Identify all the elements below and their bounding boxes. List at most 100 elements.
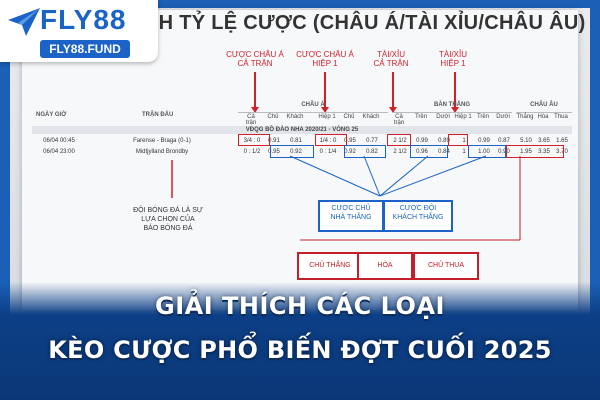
highlight-ou-odds bbox=[410, 145, 448, 158]
odds-cell[interactable]: 0.99 bbox=[478, 138, 490, 144]
callout-asian-half: CƯỢC CHÂU Á HIỆP 1 bbox=[295, 50, 355, 68]
highlight-asian-odds bbox=[270, 145, 314, 158]
pill-text: HÒA bbox=[377, 262, 393, 269]
odds-cell[interactable]: 0.99 bbox=[416, 138, 428, 144]
row-match[interactable]: Midtjylland Brondby bbox=[135, 149, 189, 155]
highlight-ou-full bbox=[387, 134, 411, 146]
subheader-cell: Thắng bbox=[516, 114, 534, 120]
odds-cell[interactable]: 0.95 bbox=[268, 149, 280, 155]
callout-arrow bbox=[389, 72, 397, 113]
callout-text: CƯỢC CHÂU Á HIỆP 1 bbox=[296, 50, 354, 68]
group-asian: CHÂU Á bbox=[238, 102, 388, 113]
row-date: 06/04 23:00 bbox=[43, 149, 75, 155]
group-european: CHÂU ÂU bbox=[516, 102, 572, 113]
table-row: 06/04 23:00 Midtjylland Brondby 0 : 1/2 0.9… bbox=[32, 147, 572, 157]
odds-cell[interactable]: 1/4 : 0 bbox=[319, 138, 337, 144]
brand-name: FLY88 bbox=[40, 4, 127, 35]
title-banner bbox=[0, 282, 600, 400]
table-row: 06/04 00:45 Farense - Braga (0-1) 3/4 : 0 0… bbox=[32, 136, 572, 146]
odds-cell[interactable]: 0.82 bbox=[366, 149, 378, 155]
odds-cell[interactable]: 0.95 bbox=[344, 138, 356, 144]
subheader-cell: Khách bbox=[286, 114, 304, 120]
callout-text: TÀI/XỈU CẢ TRẬN bbox=[373, 50, 409, 68]
odds-cell[interactable]: 0.77 bbox=[366, 138, 378, 144]
odds-cell[interactable]: 0.92 bbox=[290, 149, 302, 155]
note-body: ĐỘI BÓNG ĐÁ LÀ SỰ LỰA CHỌN CỦA BÁO BÓNG … bbox=[133, 207, 203, 232]
callout-arrow bbox=[321, 72, 329, 113]
subheader-cell: Trên bbox=[476, 114, 490, 120]
pill-home-odds: CƯỢC CHỦ NHÀ THẮNG bbox=[318, 200, 384, 232]
odds-cell[interactable]: 0 : 1/2 bbox=[243, 149, 261, 155]
subheader-cell: Trên bbox=[414, 114, 428, 120]
highlight-ou-half-odds bbox=[468, 145, 506, 158]
note-text: ĐỘI BÓNG ĐÁ LÀ SỰ LỰA CHỌN CỦA BÁO BÓNG … bbox=[128, 206, 208, 233]
callout-text: CƯỢC CHÂU Á CẢ TRẬN bbox=[226, 50, 284, 68]
highlight-asian-half bbox=[315, 134, 347, 146]
pill-away-win: CHỦ THUA bbox=[413, 252, 479, 280]
pill-text: CƯỢC ĐỘI KHÁCH THẮNG bbox=[392, 205, 444, 221]
subheader-cell: Cả trận bbox=[245, 114, 257, 126]
odds-cell[interactable]: 0.84 bbox=[438, 149, 450, 155]
subheader-cell: Khách bbox=[362, 114, 380, 120]
odds-cell[interactable]: 0.81 bbox=[290, 138, 302, 144]
header-date: NGÀY GIỜ bbox=[36, 112, 67, 118]
brand-domain: FLY88.FUND bbox=[40, 40, 130, 58]
subheader-cell: Hiệp 1 bbox=[318, 114, 336, 120]
row-date: 06/04 00:45 bbox=[43, 138, 75, 144]
subheader-cell: Hiệp 1 bbox=[454, 114, 472, 120]
pill-text: CHỦ THUA bbox=[427, 262, 465, 269]
subheader-cell: Thua bbox=[554, 114, 568, 120]
odds-cell[interactable]: 2 1/2 bbox=[393, 149, 407, 155]
odds-cell[interactable]: 3.35 bbox=[538, 149, 550, 155]
odds-cell[interactable]: 1 bbox=[462, 138, 466, 144]
subheader-cell: Hòa bbox=[537, 114, 549, 120]
pill-text: CƯỢC CHỦ NHÀ THẮNG bbox=[330, 205, 372, 221]
callout-arrow bbox=[251, 72, 259, 113]
pill-draw: HÒA bbox=[357, 252, 413, 280]
banner-title-line1: GIẢI THÍCH CÁC LOẠI bbox=[155, 292, 445, 320]
odds-cell[interactable]: 0.91 bbox=[268, 138, 280, 144]
paper-plane-icon bbox=[8, 8, 40, 36]
pill-text: CHỦ THẮNG bbox=[309, 262, 351, 269]
odds-cell[interactable]: 0.87 bbox=[498, 138, 510, 144]
odds-cell[interactable]: 0.92 bbox=[344, 149, 356, 155]
league-row: VĐQG BỒ ĐÀO NHA 2020/21 - VÒNG 25 bbox=[32, 126, 572, 134]
subheader-cell: Dưới bbox=[496, 114, 510, 120]
highlight-asian-full bbox=[238, 134, 270, 146]
callout-text: TÀI/XỈU HIỆP 1 bbox=[438, 50, 467, 68]
subheader-cell: Chủ bbox=[343, 114, 355, 120]
odds-cell[interactable]: 3.65 bbox=[538, 138, 550, 144]
pill-home-win: CHỦ THẮNG bbox=[297, 252, 363, 280]
highlight-ou-half bbox=[448, 134, 468, 146]
odds-cell[interactable]: 1.65 bbox=[556, 138, 568, 144]
callout-arrow bbox=[451, 72, 459, 113]
odds-cell[interactable]: 0.96 bbox=[416, 149, 428, 155]
odds-cell[interactable]: 0.90 bbox=[498, 149, 510, 155]
callout-ou-half: TÀI/XỈU HIỆP 1 bbox=[428, 50, 478, 68]
odds-cell[interactable]: 1 bbox=[462, 149, 466, 155]
brand-logo[interactable]: FLY88 FLY88.FUND bbox=[0, 0, 158, 62]
odds-cell[interactable]: 0 : 1/4 bbox=[319, 149, 337, 155]
row-match[interactable]: Farense - Braga (0-1) bbox=[133, 138, 191, 144]
odds-cell[interactable]: 1.00 bbox=[478, 149, 490, 155]
pill-away-odds: CƯỢC ĐỘI KHÁCH THẮNG bbox=[383, 200, 453, 232]
callout-asian-full: CƯỢC CHÂU Á CẢ TRẬN bbox=[225, 50, 285, 68]
odds-cell[interactable]: 0.89 bbox=[438, 138, 450, 144]
odds-cell[interactable]: 5.10 bbox=[520, 138, 532, 144]
top-stripe bbox=[0, 0, 600, 8]
highlight-european-odds bbox=[506, 145, 564, 158]
callout-ou-full: TÀI/XỈU CẢ TRẬN bbox=[366, 50, 416, 68]
odds-cell[interactable]: 2 1/2 bbox=[393, 138, 407, 144]
header-match: TRẬN ĐẤU bbox=[142, 112, 174, 118]
odds-cell[interactable]: 3.70 bbox=[556, 149, 568, 155]
sheet-headline: ÍCH TỶ LỆ CƯỢC (CHÂU Á/TÀI XỈU/CHÂU ÂU) bbox=[138, 12, 586, 34]
odds-cell[interactable]: 3/4 : 0 bbox=[243, 138, 261, 144]
right-stripe bbox=[590, 0, 600, 400]
subheader-cell: Dưới bbox=[436, 114, 450, 120]
left-stripe bbox=[0, 0, 10, 400]
odds-cell[interactable]: 1.95 bbox=[520, 149, 532, 155]
subheader-cell: Cả trận bbox=[393, 114, 405, 126]
subheader-cell: Chủ bbox=[267, 114, 279, 120]
